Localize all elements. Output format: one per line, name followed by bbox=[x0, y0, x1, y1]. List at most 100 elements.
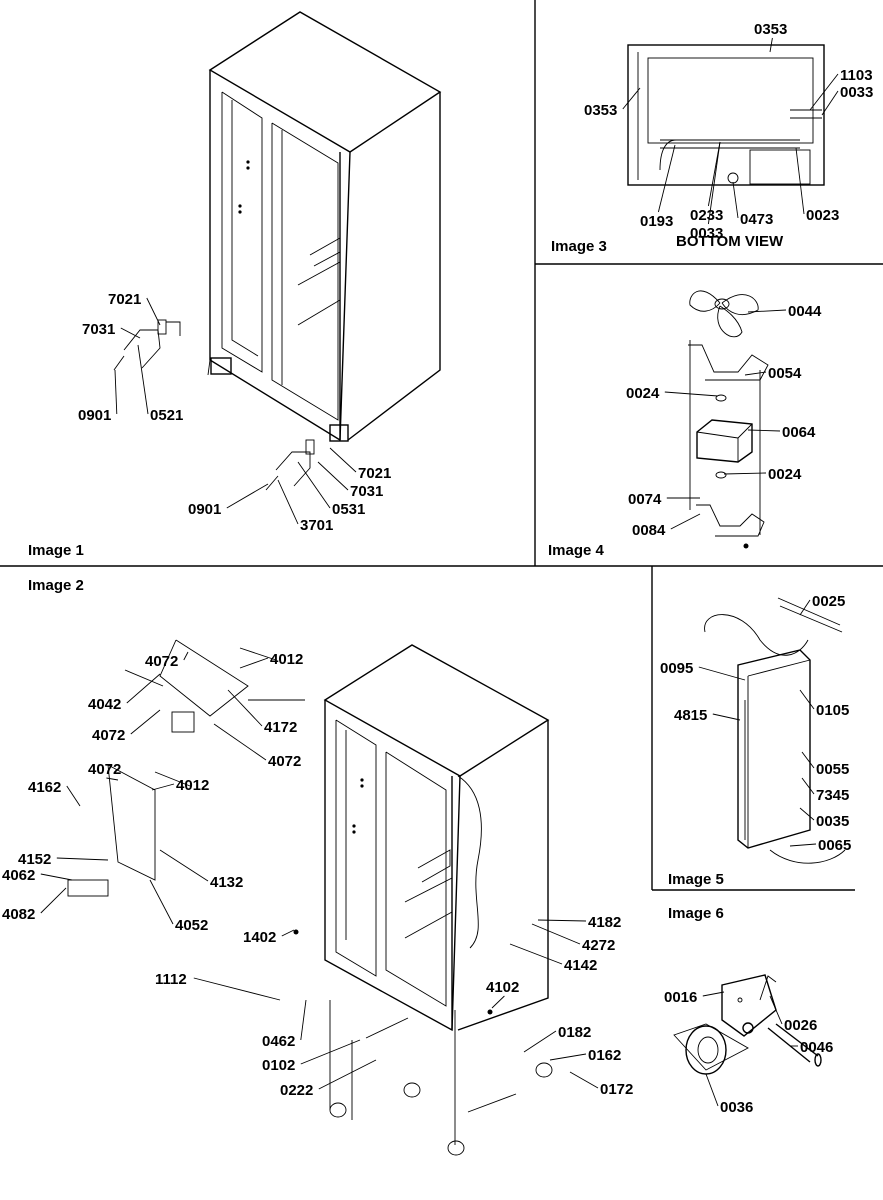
leader-line bbox=[537, 919, 587, 922]
callout-img6-3: 0036 bbox=[705, 1073, 753, 1116]
part-number-label: 7031 bbox=[350, 483, 383, 500]
leader-line bbox=[56, 857, 109, 861]
part-number-label: 0035 bbox=[816, 813, 849, 830]
callout-img3-4: 0193 bbox=[640, 144, 676, 230]
leader-line bbox=[707, 141, 721, 225]
part-number-label: 0084 bbox=[632, 522, 666, 539]
image6-roller-drawing bbox=[673, 974, 822, 1075]
part-number-label: 4042 bbox=[88, 696, 121, 713]
part-number-label: 0521 bbox=[150, 407, 183, 424]
callout-img4-0: 0044 bbox=[747, 303, 822, 320]
leader-line bbox=[40, 873, 73, 881]
callout-img2-18: 0222 bbox=[280, 1059, 377, 1099]
leader-line bbox=[795, 147, 805, 215]
callout-img3-3: 0033 bbox=[821, 84, 873, 116]
part-number-label: 4082 bbox=[2, 906, 35, 923]
callout-img4-4: 0024 bbox=[723, 466, 802, 483]
callout-img1-0: 7021 bbox=[108, 291, 161, 326]
leader-line bbox=[318, 1059, 377, 1090]
leader-line bbox=[801, 777, 815, 795]
part-number-label: 0023 bbox=[806, 207, 839, 224]
callout-img3-7: 0473 bbox=[732, 181, 773, 228]
leader-line bbox=[712, 713, 741, 721]
callout-img5-3: 4815 bbox=[674, 707, 741, 724]
leader-line bbox=[747, 429, 781, 432]
callout-img2-2: 4042 bbox=[88, 673, 161, 713]
callout-img4-2: 0024 bbox=[626, 385, 719, 402]
leader-line bbox=[126, 673, 161, 704]
part-number-label: 0025 bbox=[812, 593, 845, 610]
part-number-label: 4072 bbox=[92, 727, 125, 744]
leader-line bbox=[657, 144, 676, 213]
callout-img2-23: 0182 bbox=[523, 1024, 591, 1053]
part-number-label: 0055 bbox=[816, 761, 849, 778]
callout-img5-1: 0095 bbox=[660, 660, 746, 681]
part-number-label: 0182 bbox=[558, 1024, 591, 1041]
part-number-label: 0024 bbox=[626, 385, 660, 402]
callout-img1-6: 0901 bbox=[188, 483, 269, 518]
callout-img5-0: 0025 bbox=[799, 593, 845, 616]
leader-line bbox=[277, 479, 299, 525]
callout-img3-0: 0353 bbox=[754, 21, 787, 53]
section-label-image1: Image 1 bbox=[28, 542, 84, 559]
part-number-label: 0054 bbox=[768, 365, 802, 382]
callout-img2-8: 4162 bbox=[28, 779, 81, 807]
callout-img3-2: 1103 bbox=[809, 67, 873, 111]
callout-img4-5: 0074 bbox=[628, 491, 700, 508]
callout-img2-19: 4182 bbox=[537, 914, 621, 931]
section-label-image3: Image 3 bbox=[551, 238, 607, 255]
leader-line bbox=[227, 689, 263, 727]
part-number-label: 0033 bbox=[690, 225, 723, 242]
callout-img1-8: 3701 bbox=[277, 479, 333, 534]
callout-img2-17: 0102 bbox=[262, 1039, 361, 1074]
leader-line bbox=[193, 977, 281, 1001]
callout-img2-13: 4052 bbox=[149, 879, 208, 934]
callout-img5-5: 7345 bbox=[801, 777, 849, 804]
part-number-label: 4152 bbox=[18, 851, 51, 868]
part-number-label: 4132 bbox=[210, 874, 243, 891]
part-number-label: 7021 bbox=[108, 291, 141, 308]
part-number-label: 0064 bbox=[782, 424, 816, 441]
callout-img2-25: 0172 bbox=[569, 1071, 633, 1098]
leader-line bbox=[549, 1053, 587, 1061]
callout-img2-5: 4072 bbox=[213, 723, 301, 770]
part-number-label: 0044 bbox=[788, 303, 822, 320]
callout-img2-15: 1112 bbox=[155, 971, 281, 1001]
leader-line bbox=[622, 87, 641, 110]
leader-line bbox=[239, 657, 269, 669]
callout-img6-2: 0046 bbox=[790, 1039, 833, 1056]
callout-img5-7: 0065 bbox=[789, 837, 851, 854]
callout-img2-24: 0162 bbox=[549, 1047, 621, 1064]
leader-line bbox=[747, 309, 787, 313]
leader-line bbox=[801, 751, 815, 769]
callout-img2-14: 1402 bbox=[243, 929, 295, 946]
leader-line bbox=[769, 37, 773, 53]
part-number-label: 0353 bbox=[584, 102, 617, 119]
callout-img2-22: 4102 bbox=[486, 979, 519, 1009]
callout-img2-21: 4142 bbox=[509, 943, 597, 974]
leader-line bbox=[723, 472, 767, 475]
leader-line bbox=[744, 371, 767, 376]
callout-img2-11: 4062 bbox=[2, 867, 73, 884]
part-number-label: 7031 bbox=[82, 321, 115, 338]
part-number-label: 0462 bbox=[262, 1033, 295, 1050]
part-number-label: 4072 bbox=[145, 653, 178, 670]
part-number-label: 0074 bbox=[628, 491, 662, 508]
callout-img2-6: 4072 bbox=[88, 761, 121, 781]
image4-fan-assembly-drawing bbox=[688, 290, 769, 549]
part-number-label: 0233 bbox=[690, 207, 723, 224]
part-number-label: 0046 bbox=[800, 1039, 833, 1056]
part-number-label: 0353 bbox=[754, 21, 787, 38]
part-number-label: 0105 bbox=[816, 702, 849, 719]
part-number-label: 0473 bbox=[740, 211, 773, 228]
callout-img5-6: 0035 bbox=[799, 807, 849, 830]
leader-line bbox=[491, 995, 505, 1009]
callout-img1-1: 7031 bbox=[82, 321, 141, 339]
callout-img1-2: 0901 bbox=[78, 369, 118, 424]
callout-img6-1: 0026 bbox=[769, 995, 817, 1034]
part-number-label: 4102 bbox=[486, 979, 519, 996]
part-number-label: 0016 bbox=[664, 989, 697, 1006]
section-label-image2: Image 2 bbox=[28, 577, 84, 594]
leader-line bbox=[664, 391, 719, 397]
